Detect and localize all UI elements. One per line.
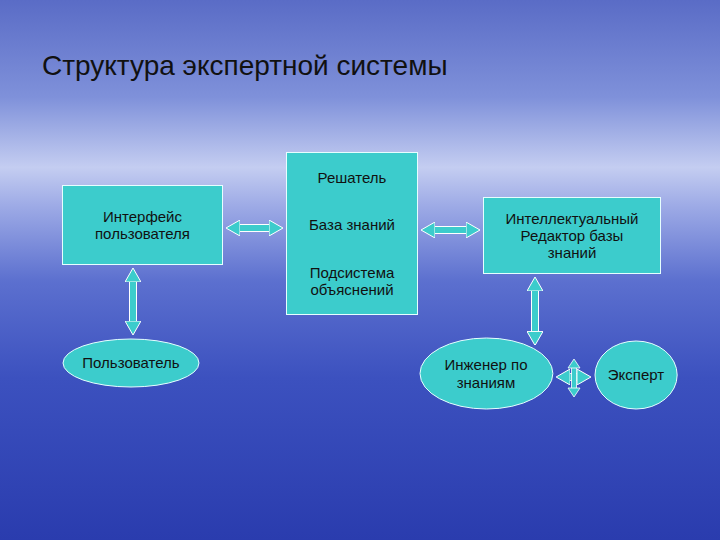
- component-box: РешательБаза знанийПодсистема объяснений: [286, 152, 418, 315]
- ellipse-fill: [63, 339, 199, 387]
- connector-shaft: [532, 291, 538, 331]
- connector-outline: [531, 291, 539, 331]
- node-label: Эксперт: [608, 366, 664, 383]
- connector-outline: [435, 226, 466, 234]
- cross-arrow-icon: [568, 359, 580, 397]
- node-label: Пользователь: [82, 354, 179, 371]
- node-label: Инженер по знаниям: [438, 356, 534, 391]
- node-label: Интерфейс пользователя: [72, 208, 213, 243]
- slide-title: Структура экспертной системы: [42, 50, 448, 82]
- node-label: Подсистема объяснений: [296, 264, 408, 299]
- cross-arrow-head: [568, 388, 580, 397]
- ellipse-fill: [595, 341, 677, 409]
- double-arrow-connector: [435, 230, 466, 231]
- connector-shaft: [435, 227, 466, 233]
- double-arrow-connector: [240, 228, 269, 229]
- actor-ellipse: Эксперт: [594, 340, 678, 410]
- ellipse-fill: [420, 338, 553, 409]
- node-label: Решатель: [318, 169, 387, 186]
- connector-shaft: [130, 282, 136, 321]
- component-box: Интеллектуальный Редактор базы знаний: [483, 197, 661, 274]
- actor-ellipse: Инженер по знаниям: [419, 337, 554, 410]
- connector-shaft: [240, 225, 269, 231]
- actor-ellipse: Пользователь: [62, 338, 200, 388]
- double-arrow-connector: [133, 282, 134, 321]
- double-arrow-connector: [535, 291, 536, 331]
- component-box: Интерфейс пользователя: [62, 185, 223, 265]
- node-label: База знаний: [309, 216, 395, 233]
- cross-arrow-head: [568, 359, 580, 368]
- node-label: Интеллектуальный Редактор базы знаний: [502, 210, 642, 262]
- connector-outline: [240, 224, 269, 232]
- connector-outline: [129, 282, 137, 321]
- cross-arrow-shaft: [572, 367, 577, 389]
